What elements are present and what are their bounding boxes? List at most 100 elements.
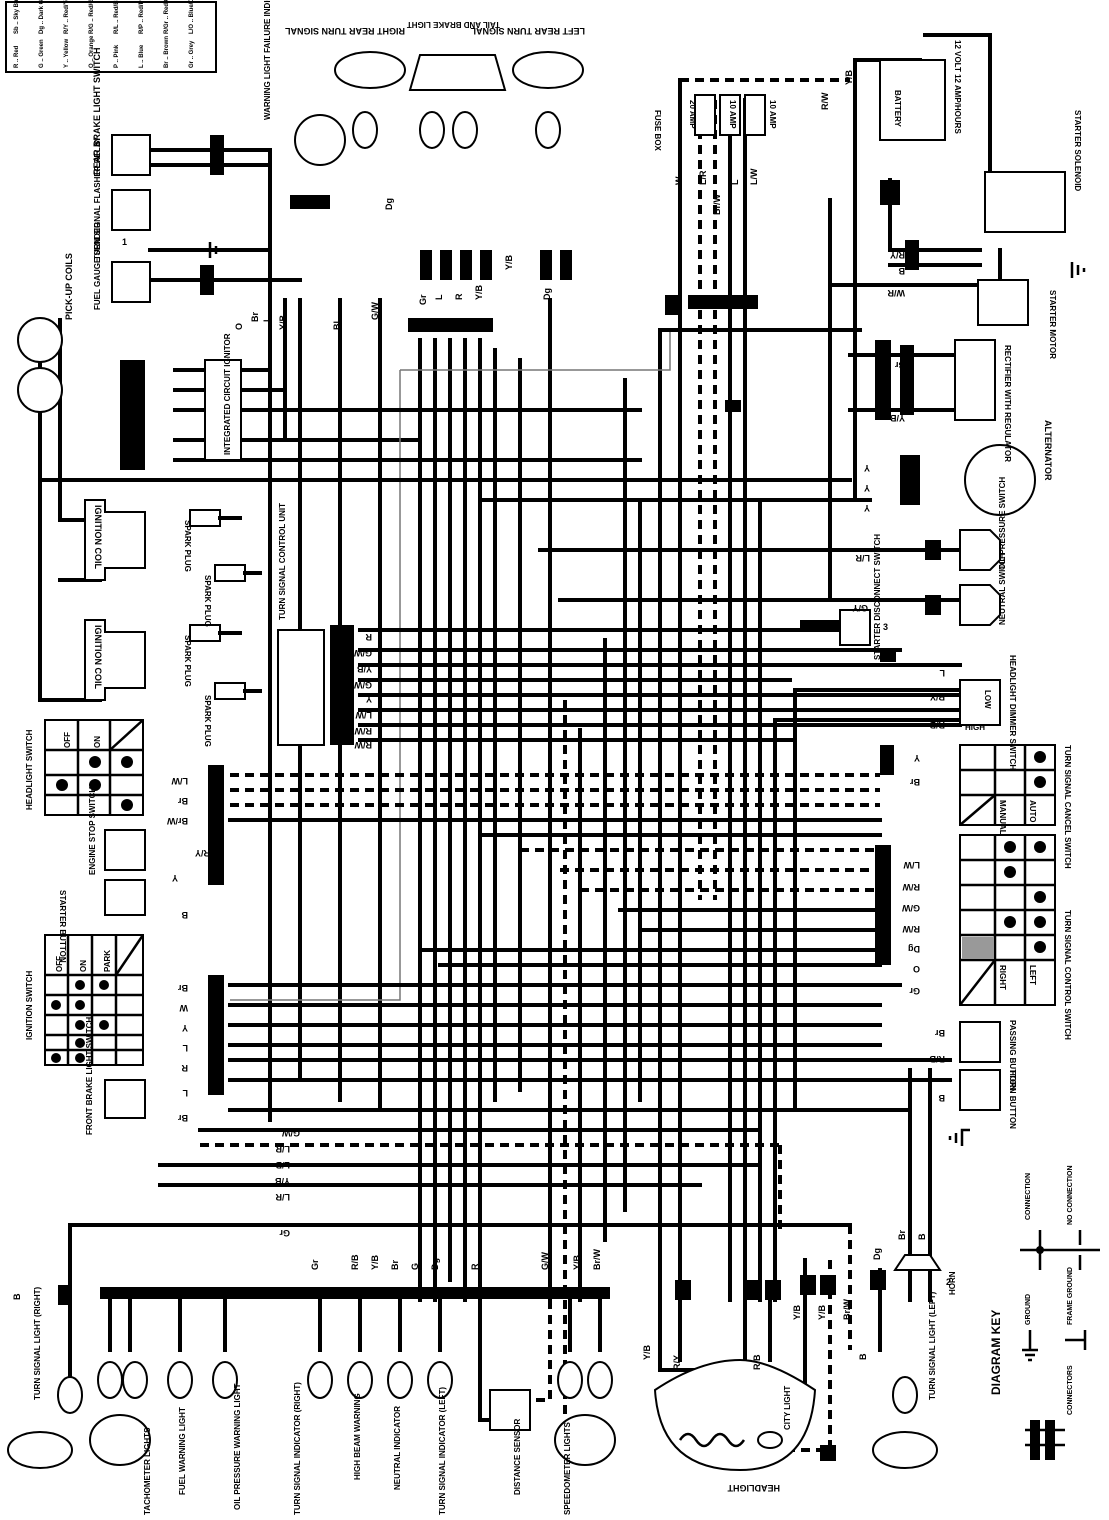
ignitor-label: INTEGRATED CIRCUIT IGNITOR (223, 333, 232, 455)
alternator-circle (964, 444, 1036, 516)
turn-signal-control-unit-box (277, 629, 325, 746)
rectifier-box (954, 339, 996, 421)
wire-color-label: Br/W (842, 1298, 852, 1320)
wire-color-label: Y/B (370, 1254, 380, 1270)
neutral-indicator-label: NEUTRAL INDICATOR (393, 1406, 402, 1490)
starter-solenoid-box (984, 171, 1066, 233)
neutral-switch-label: NEUTRAL SWITCH (998, 553, 1007, 625)
key-ground: GROUND (1025, 1294, 1032, 1325)
tail-brake-label: TAIL AND BRAKE LIGHT (407, 20, 500, 29)
ignition-coil-2 (84, 619, 146, 701)
ig-on: ON (79, 960, 88, 972)
neutral-switch-shape (959, 584, 1001, 626)
wire-color-label: 2 (946, 1277, 951, 1287)
engine-stop-label: ENGINE STOP SWITCH (88, 787, 97, 875)
passing-button-label: PASSING BUTTON (1008, 1020, 1017, 1091)
cancel-auto: AUTO (1028, 800, 1037, 823)
dimmer-label: HEADLIGHT DIMMER SWITCH (1008, 655, 1017, 770)
wire-color-label: L/W (355, 710, 372, 720)
wire-color-label: 1 (122, 237, 127, 247)
oil-pressure-switch-shape (959, 529, 1001, 571)
wire-color-label: B (858, 1353, 868, 1360)
turn-signal-right-label: TURN SIGNAL LIGHT (RIGHT) (33, 1286, 42, 1400)
ig-off: OFF (55, 956, 64, 972)
switch-position-labels: OFF ON OFF ON PARK MANUAL AUTO RIGHT LEF… (55, 690, 1037, 990)
wire-color-label: Y (864, 483, 870, 493)
wire-color-label: R/B (929, 1054, 945, 1064)
battery-rating-label: 12 VOLT 12 AMP/HOURS (953, 40, 962, 134)
headlight-switch-label: HEADLIGHT SWITCH (25, 729, 34, 810)
rear-brake-light-switch-box (111, 134, 151, 176)
fuse-box (694, 94, 766, 136)
wire-color-label: R/B (929, 720, 945, 730)
wire-color-label: Br (178, 983, 188, 993)
wire-color-label: Y (182, 1023, 188, 1033)
horn-button-box (959, 1069, 1001, 1111)
legend-entry: R/Y .. Red/Yellow (64, 0, 70, 34)
oil-warning-label: OIL PRESSURE WARNING LIGHT (233, 1383, 242, 1510)
wire-color-label: B (898, 266, 905, 276)
legend-entry: R/L .. Red/Blue (114, 0, 120, 34)
wire-color-label: R (454, 293, 464, 300)
wire-color-label: Y/B (642, 1344, 652, 1360)
headlight-dimmer-switch-box (959, 679, 1001, 726)
wire-color-label: Y (864, 503, 870, 513)
rectifier-label: RECTIFIER WITH REGULATOR (1003, 345, 1012, 462)
wire-color-label: L/B (275, 1160, 290, 1170)
wire-color-label: B (938, 1093, 945, 1103)
diagram-key (1020, 1230, 1100, 1460)
wire-color-label: B (917, 1233, 927, 1240)
pick-up-coils-label: PICK-UP COILS (64, 253, 74, 320)
connector-blocks (58, 135, 941, 1461)
key-connectors: CONNECTORS (1067, 1365, 1074, 1415)
wire-color-label: Br (178, 796, 188, 806)
wire-color-label: Br (178, 1113, 188, 1123)
wire-color-label: Y/B (504, 254, 514, 270)
rear-bulbs (352, 111, 561, 149)
speedometer-lens (554, 1414, 616, 1466)
wire-color-label: G/W (353, 648, 372, 658)
legend-entry: Gr .. Grey (189, 40, 195, 68)
wire-color-label: Y (366, 694, 372, 704)
wire-color-label: R/B (350, 1254, 360, 1270)
diagram-key-title: DIAGRAM KEY (989, 1310, 1003, 1395)
right-rear-turn-signal-lens (334, 51, 406, 89)
wire-color-label: Y (914, 753, 920, 763)
wire-color-label: Br (250, 312, 260, 322)
distance-sensor-box (489, 1389, 531, 1431)
front-brake-switch-label: FRONT BRAKE LIGHT SWITCH (85, 1017, 94, 1135)
wire-color-label: Y/B (792, 1304, 802, 1320)
instrument-lamps (57, 1361, 918, 1414)
wire-color-label: G/W (370, 301, 380, 320)
wiring-harness (38, 33, 1002, 1452)
ignition-coil-1 (84, 499, 146, 581)
wire-color-label: Br/W (712, 193, 722, 215)
wire-color-label: Br/W (166, 816, 188, 826)
legend-entry: Y .. Yellow (64, 39, 70, 68)
left-rear-turn-label: LEFT REAR TURN SIGNAL (470, 26, 585, 36)
right-rear-turn-label: RIGHT REAR TURN SIGNAL (285, 26, 405, 36)
wire-color-label: L/W (171, 776, 188, 786)
fuel-gauge-sender-box (111, 261, 151, 303)
legend-entry: O .. Orange (89, 35, 95, 68)
wire-color-label: Gr (909, 986, 920, 996)
wire-color-label: Y/B (889, 413, 905, 423)
wire-color-label: O (913, 964, 920, 974)
wire-color-label: R/B (752, 1354, 762, 1370)
key-connection: CONNECTION (1025, 1173, 1032, 1220)
wire-color-label: R/W (902, 882, 920, 892)
legend-entry: Sb .. Sky Blue (14, 0, 20, 34)
oil-pressure-label: OIL PRESSURE SWITCH (998, 477, 1007, 570)
ctrl-left: LEFT (1028, 965, 1037, 985)
wire-color-label: Br (895, 360, 905, 370)
wire-color-label: Br (910, 777, 920, 787)
wire-color-label: W (674, 176, 684, 185)
wire-color-label: R/W (820, 92, 830, 110)
legend-entry: L/O .. Blue/Orange (189, 0, 195, 34)
battery-label: BATTERY (893, 90, 902, 128)
wire-color-label: Dg (384, 198, 394, 210)
legend-entry: R .. Red (14, 45, 20, 68)
horn-label: HORN (948, 1271, 957, 1295)
wire-color-label: Dg (872, 1248, 882, 1260)
